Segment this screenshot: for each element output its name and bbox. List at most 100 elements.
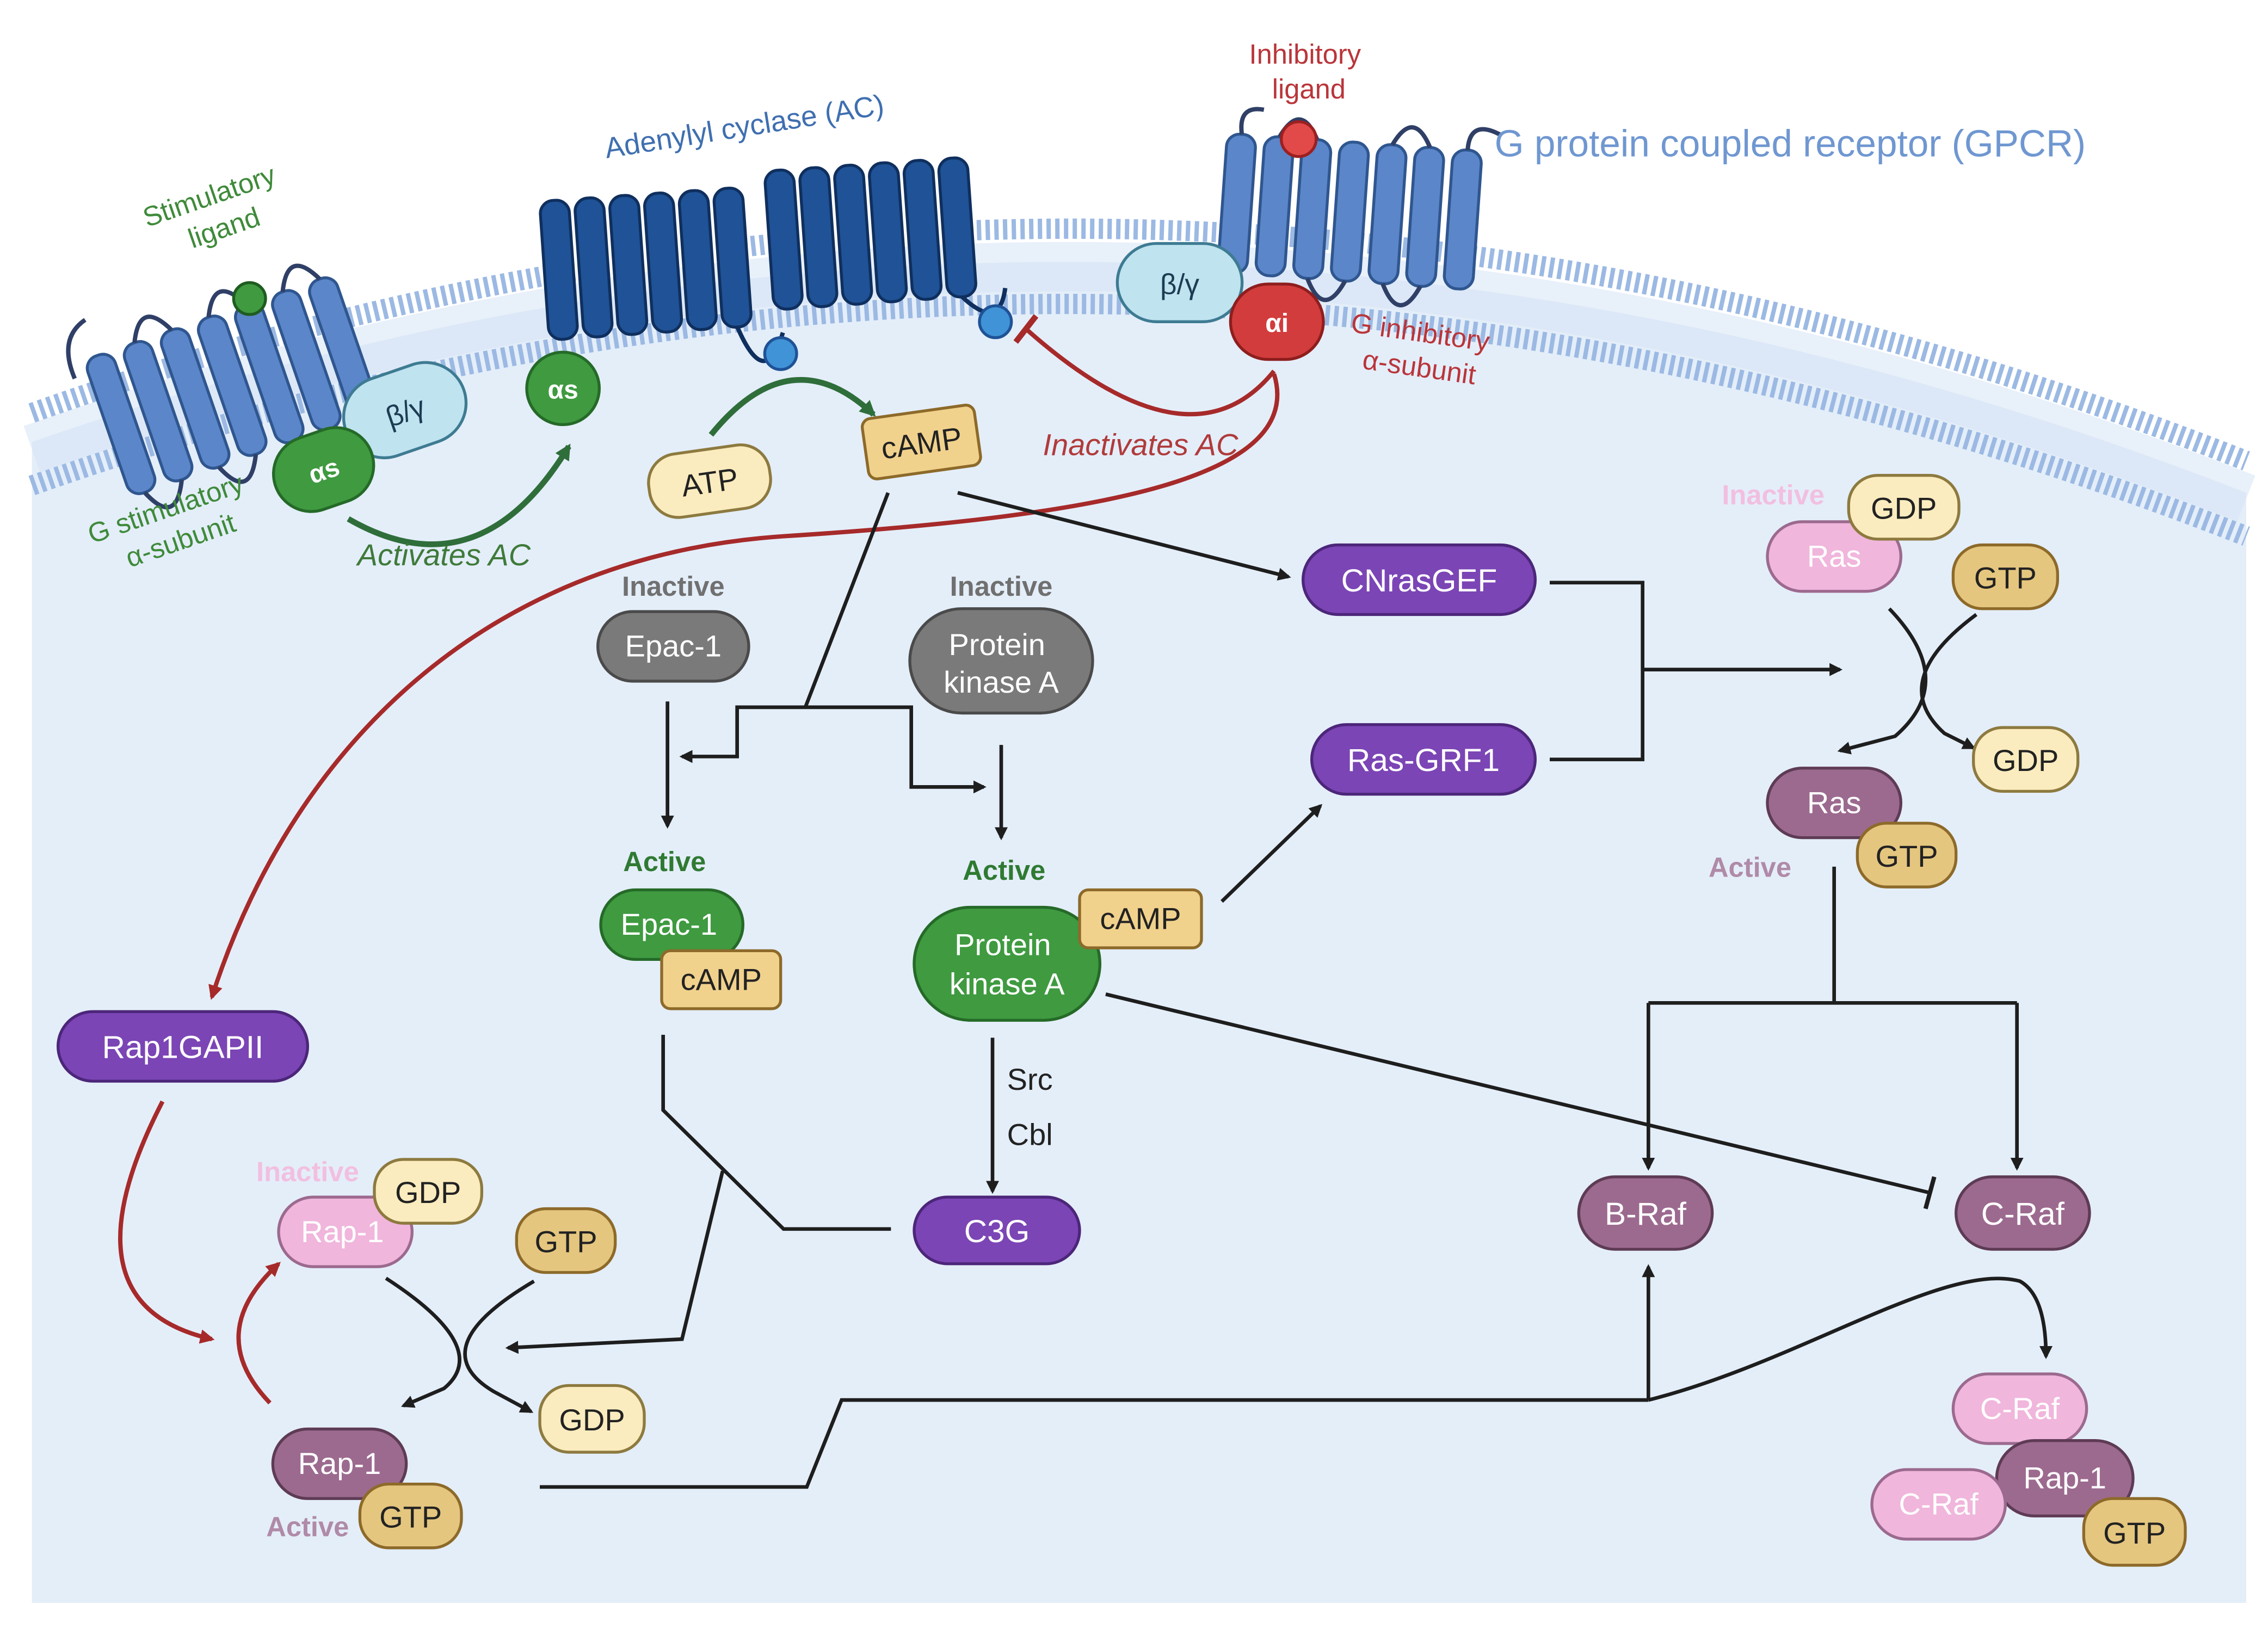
ac-catalytic-domain-1 — [763, 336, 798, 371]
svg-text:GTP: GTP — [1875, 839, 1938, 873]
rap1gapii-node — [57, 1010, 309, 1083]
pka-to-rasgrf1-arrow — [1221, 804, 1323, 903]
src-label: Src — [1007, 1062, 1053, 1096]
rap1-active — [271, 1427, 408, 1500]
gpcr-title: G protein coupled receptor (GPCR) — [1495, 122, 2086, 165]
complex-rap1 — [1995, 1439, 2135, 1517]
ras-gef-converge-line — [1550, 581, 1840, 762]
svg-text:GTP: GTP — [534, 1224, 597, 1258]
svg-text:Epac-1: Epac-1 — [625, 629, 722, 663]
activates-ac-label: Activates AC — [356, 538, 531, 572]
svg-text:Ras-GRF1: Ras-GRF1 — [1347, 743, 1500, 778]
activates-ac-arrow — [347, 443, 571, 547]
svg-text:CNrasGEF: CNrasGEF — [1341, 563, 1497, 598]
gtp-free-ras — [1951, 543, 2059, 610]
stimulatory-gpcr — [66, 263, 379, 510]
svg-text:GDP: GDP — [1993, 743, 2059, 778]
epac-inactive-label: Inactive — [622, 571, 725, 602]
pka-inactive — [908, 607, 1094, 715]
alpha-i-subunit — [1229, 282, 1325, 361]
camp-on-pka — [1078, 888, 1203, 949]
gdp-free-rap — [538, 1384, 646, 1454]
svg-text:αs: αs — [548, 376, 578, 405]
rap-inactive-label: Inactive — [256, 1156, 359, 1187]
complex-craf-left — [1870, 1468, 2007, 1541]
camp-to-branch-line — [803, 492, 890, 708]
ac-catalytic-domain-2 — [978, 304, 1013, 340]
svg-text:C3G: C3G — [964, 1214, 1030, 1249]
svg-text:Ras: Ras — [1807, 539, 1862, 573]
svg-text:GDP: GDP — [559, 1403, 625, 1437]
ras-inactive-label: Inactive — [1722, 479, 1825, 510]
atp-node — [647, 443, 772, 519]
svg-text:Rap-1: Rap-1 — [301, 1214, 384, 1249]
rap-to-braf-line — [540, 1398, 1649, 1489]
pka-active-label: Active — [963, 855, 1045, 886]
ras-exchange-cross-2 — [1920, 613, 1977, 750]
beta-gamma-inhib — [1115, 242, 1244, 324]
braf-node — [1577, 1175, 1714, 1251]
gdp-on-ras-inactive — [1847, 474, 1961, 541]
inactivates-ac-label: Inactivates AC — [1043, 427, 1238, 461]
gdp-on-rap-inactive — [373, 1158, 483, 1225]
rap-active-to-inactive-red — [236, 1262, 281, 1405]
svg-text:Rap-1: Rap-1 — [298, 1446, 381, 1480]
ras-exchange-cross-1 — [1837, 607, 1927, 755]
svg-text:Rap-1: Rap-1 — [2023, 1461, 2106, 1495]
svg-text:C-Raf: C-Raf — [1981, 1196, 2065, 1232]
svg-text:GDP: GDP — [1871, 491, 1937, 526]
rap-exchange-cross-1 — [385, 1276, 461, 1408]
svg-text:ATP: ATP — [679, 461, 740, 503]
rap-exchange-cross-2 — [463, 1279, 535, 1414]
svg-text:Ras: Ras — [1807, 785, 1862, 819]
svg-text:Protein kinase A: Protein kinase A — [950, 927, 1065, 1001]
epac-to-rap-line — [661, 1034, 891, 1231]
inhibitory-ligand-dot — [1280, 120, 1318, 158]
alpha-s-subunit-free — [525, 350, 601, 427]
camp-to-pka-arrow — [805, 705, 987, 794]
svg-text:C-Raf: C-Raf — [1899, 1487, 1979, 1521]
ras-inactive — [1766, 520, 1902, 593]
svg-text:GTP: GTP — [1974, 560, 2037, 595]
ras-to-raf-lines — [1648, 866, 2017, 1005]
cnrasgef-node — [1302, 543, 1537, 616]
svg-text:GDP: GDP — [395, 1175, 461, 1210]
c3g-node — [913, 1195, 1081, 1266]
epac-active-label: Active — [623, 846, 706, 877]
rap-active-label: Active — [266, 1511, 349, 1542]
gtp-free-rap — [515, 1207, 617, 1274]
gdp-free-ras — [1972, 726, 2080, 793]
svg-text:GTP: GTP — [379, 1500, 442, 1534]
camp-on-epac — [660, 949, 782, 1010]
gef-to-rap-exchange-arrow — [505, 1170, 725, 1354]
rap1-inactive — [277, 1195, 414, 1268]
inhibitory-ligand-label: Inhibitory ligand — [1249, 39, 1369, 104]
svg-text:B-Raf: B-Raf — [1605, 1196, 1687, 1232]
rap-to-complex-arrow — [1648, 1276, 2053, 1402]
pka-inactive-label: Inactive — [950, 571, 1053, 602]
svg-text:cAMP: cAMP — [1100, 901, 1181, 935]
gtp-on-ras-active — [1856, 822, 1958, 888]
svg-text:cAMP: cAMP — [681, 962, 762, 996]
pka-active — [913, 905, 1101, 1022]
adenylyl-cyclase — [539, 156, 1008, 363]
camp-node-top — [860, 403, 982, 480]
rap1gapii-to-rap-arrow — [118, 1100, 215, 1344]
svg-text:αi: αi — [1265, 309, 1289, 338]
svg-text:GTP: GTP — [2103, 1516, 2166, 1550]
camp-to-cnrasgef-arrow — [957, 491, 1291, 581]
svg-text:Protein kinase A: Protein kinase A — [944, 627, 1059, 699]
cbl-label: Cbl — [1007, 1117, 1053, 1151]
pka-inhibits-craf-line — [1105, 992, 1931, 1195]
complex-gtp — [2082, 1497, 2187, 1567]
stimulatory-ligand-dot — [232, 281, 267, 316]
svg-text:C-Raf: C-Raf — [1980, 1391, 2060, 1426]
epac1-inactive — [596, 610, 750, 683]
ras-active — [1766, 767, 1902, 840]
camp-to-epac-arrow — [679, 705, 805, 763]
ras-active-label: Active — [1709, 852, 1791, 883]
svg-text:β/γ: β/γ — [1160, 269, 1200, 301]
inactivates-ac-line — [1023, 326, 1276, 417]
alpha-i-to-rap1gapii-arrow — [208, 373, 1280, 1000]
